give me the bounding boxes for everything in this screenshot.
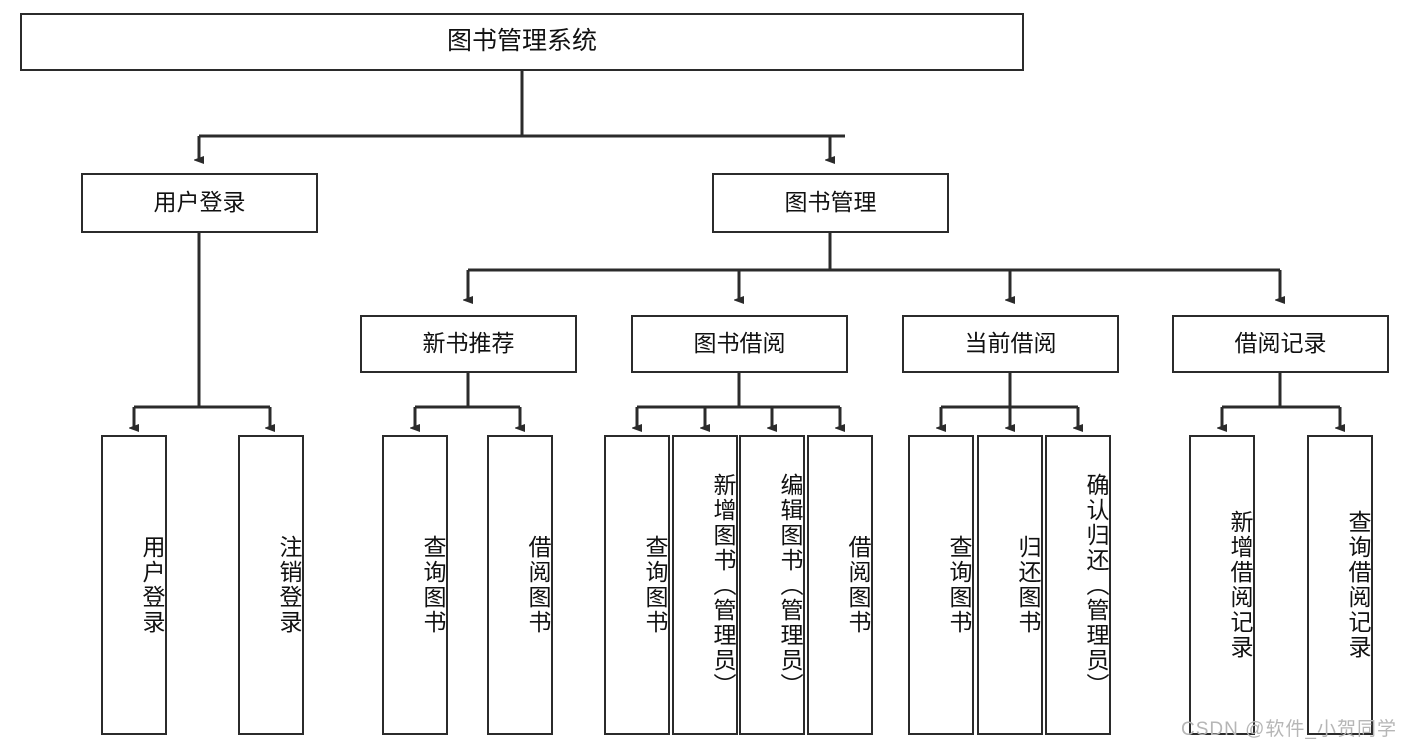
leaf-query-book-borrow-label: 查询图书 <box>642 535 668 635</box>
leaf-return-book-label: 归还图书 <box>1015 535 1041 635</box>
leaf-confirm-return-admin[interactable]: 确认归还（管理员） <box>1045 435 1111 735</box>
node-borrow-record[interactable]: 借阅记录 <box>1172 315 1389 373</box>
node-current-borrow[interactable]: 当前借阅 <box>902 315 1119 373</box>
leaf-borrow-book-new[interactable]: 借阅图书 <box>487 435 553 735</box>
node-root-label: 图书管理系统 <box>446 27 597 56</box>
leaf-borrow-book-new-label: 借阅图书 <box>525 535 551 635</box>
leaf-user-login-label: 用户登录 <box>139 535 165 635</box>
leaf-edit-book-admin-label: 编辑图书（管理员） <box>777 472 803 698</box>
leaf-logout-label: 注销登录 <box>276 535 302 635</box>
node-book-management[interactable]: 图书管理 <box>712 173 949 233</box>
node-book-management-label: 图书管理 <box>784 189 877 216</box>
leaf-query-book-new-label: 查询图书 <box>420 535 446 635</box>
leaf-user-login[interactable]: 用户登录 <box>101 435 167 735</box>
node-current-borrow-label: 当前借阅 <box>964 330 1057 357</box>
leaf-add-book-admin[interactable]: 新增图书（管理员） <box>672 435 738 735</box>
leaf-add-borrow-record-label: 新增借阅记录 <box>1227 510 1253 660</box>
node-book-borrow-label: 图书借阅 <box>693 330 786 357</box>
leaf-query-book-current-label: 查询图书 <box>946 535 972 635</box>
leaf-return-book[interactable]: 归还图书 <box>977 435 1043 735</box>
leaf-edit-book-admin[interactable]: 编辑图书（管理员） <box>739 435 805 735</box>
watermark-text: CSDN @软件_小贺同学 <box>1181 719 1397 740</box>
leaf-logout[interactable]: 注销登录 <box>238 435 304 735</box>
node-new-book-recommend[interactable]: 新书推荐 <box>360 315 577 373</box>
leaf-confirm-return-admin-label: 确认归还（管理员） <box>1083 472 1109 698</box>
node-user-login[interactable]: 用户登录 <box>81 173 318 233</box>
leaf-query-book-borrow[interactable]: 查询图书 <box>604 435 670 735</box>
node-borrow-record-label: 借阅记录 <box>1234 330 1327 357</box>
leaf-query-borrow-record[interactable]: 查询借阅记录 <box>1307 435 1373 735</box>
leaf-query-book-current[interactable]: 查询图书 <box>908 435 974 735</box>
node-root[interactable]: 图书管理系统 <box>20 13 1024 71</box>
leaf-borrow-book[interactable]: 借阅图书 <box>807 435 873 735</box>
leaf-query-borrow-record-label: 查询借阅记录 <box>1345 510 1371 660</box>
node-user-login-label: 用户登录 <box>153 189 246 216</box>
leaf-borrow-book-label: 借阅图书 <box>845 535 871 635</box>
leaf-add-book-admin-label: 新增图书（管理员） <box>710 472 736 698</box>
leaf-query-book-new[interactable]: 查询图书 <box>382 435 448 735</box>
node-book-borrow[interactable]: 图书借阅 <box>631 315 848 373</box>
node-new-book-recommend-label: 新书推荐 <box>422 330 515 357</box>
leaf-add-borrow-record[interactable]: 新增借阅记录 <box>1189 435 1255 735</box>
